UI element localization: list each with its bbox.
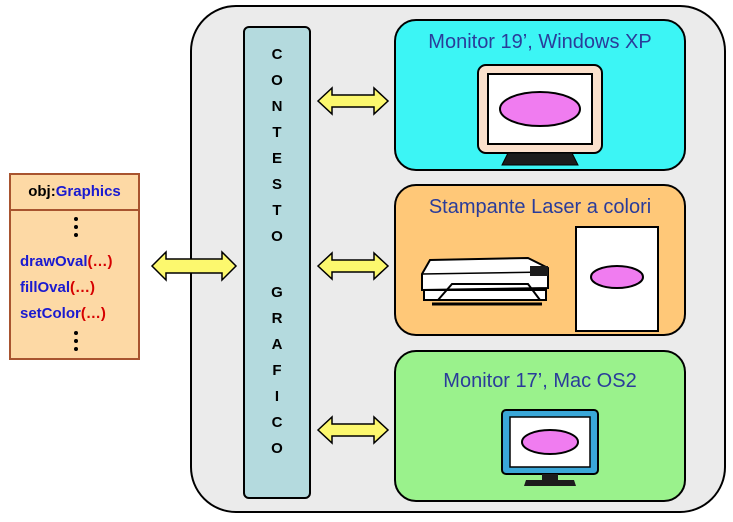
paper-sheet-icon <box>575 226 659 332</box>
context-letter: O <box>271 72 283 89</box>
ellipsis-dot <box>74 339 78 343</box>
context-letter: G <box>271 284 283 301</box>
context-letter: S <box>271 176 282 193</box>
graphics-context-bar: C O N T E S T O G R A F I C O <box>243 26 311 499</box>
context-letter: A <box>271 336 283 353</box>
context-letter: R <box>271 310 283 327</box>
ellipsis-dot <box>74 225 78 229</box>
device-title: Monitor 19’, Windows XP <box>428 31 652 53</box>
method-setcolor: setColor(…) <box>20 305 106 322</box>
method-args: (…) <box>87 253 113 270</box>
double-arrow-icon <box>150 250 238 282</box>
device-laser-printer: Stampante Laser a colori <box>394 184 686 336</box>
context-letter: E <box>271 150 282 167</box>
device-title: Monitor 17’, Mac OS2 <box>443 370 637 392</box>
device-monitor-19: Monitor 19’, Windows XP <box>394 19 686 171</box>
oval-shape-icon <box>590 265 644 289</box>
ellipsis-dot <box>74 217 78 221</box>
method-drawoval: drawOval(…) <box>20 253 113 270</box>
context-letter: C <box>271 414 283 431</box>
context-letter: C <box>271 46 283 63</box>
oval-shape-icon <box>499 91 581 127</box>
device-monitor-17: Monitor 17’, Mac OS2 <box>394 350 686 502</box>
object-header: obj:Graphics <box>11 175 138 211</box>
double-arrow-icon <box>316 415 390 445</box>
method-args: (…) <box>70 279 96 296</box>
context-letter: T <box>272 124 282 141</box>
ellipsis-dot <box>74 347 78 351</box>
double-arrow-icon <box>316 86 390 116</box>
ellipsis-dot <box>74 331 78 335</box>
crt-monitor-icon <box>477 64 603 166</box>
method-args: (…) <box>80 305 106 322</box>
ellipsis-dot <box>74 233 78 237</box>
laser-printer-icon <box>421 256 549 306</box>
context-letter: I <box>274 388 280 405</box>
graphics-object-box: obj:Graphics drawOval(…) fillOval(…) set… <box>9 173 140 360</box>
context-letter: O <box>271 228 283 245</box>
method-name: drawOval <box>20 253 88 270</box>
device-title: Stampante Laser a colori <box>428 196 652 218</box>
method-filloval: fillOval(…) <box>20 279 95 296</box>
method-name: setColor <box>20 305 81 322</box>
lcd-monitor-icon <box>501 409 599 486</box>
context-letter: T <box>272 202 282 219</box>
double-arrow-icon <box>316 251 390 281</box>
object-prefix: obj: <box>28 183 56 200</box>
context-letter: F <box>272 362 282 379</box>
context-letter: O <box>271 440 283 457</box>
context-letter: N <box>271 98 283 115</box>
method-name: fillOval <box>20 279 71 296</box>
oval-shape-icon <box>521 429 579 455</box>
object-class-name: Graphics <box>55 183 121 200</box>
